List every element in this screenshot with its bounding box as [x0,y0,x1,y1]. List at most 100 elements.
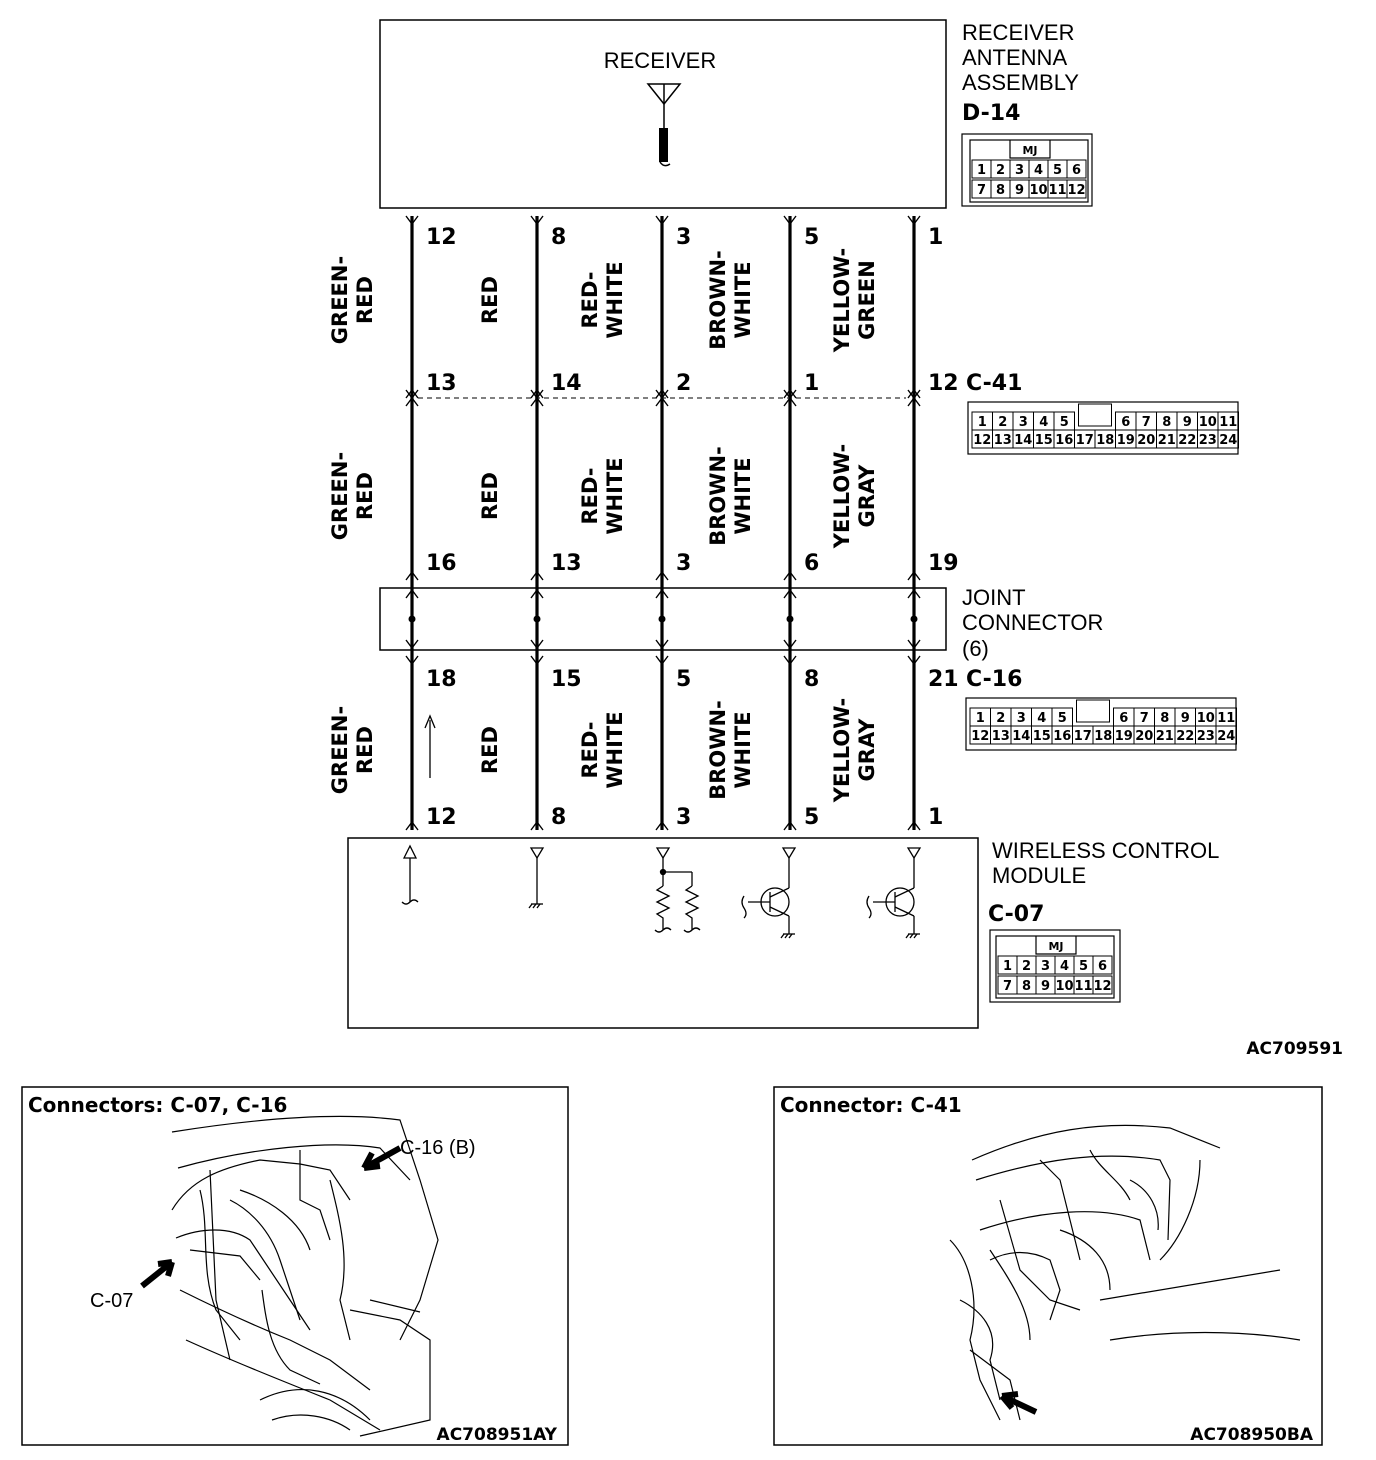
c16-pin-15: 15 [1033,729,1051,744]
connector-c41-id: C-41 [966,371,1022,396]
c16-pin-16: 16 [1053,729,1071,744]
wire-color-label: GRAY [855,464,879,528]
wire-color-label: GREEN- [328,452,352,540]
panel-right-code: AC708950BA [1190,1425,1314,1445]
c16-pin-2: 2 [996,711,1005,726]
c41-pin-1: 1 [978,415,987,430]
d14-pin-6: 6 [1072,163,1081,178]
receiver-label: RECEIVER [604,48,716,73]
module-label-line1: WIRELESS CONTROL [992,838,1219,863]
location-panel-left: Connectors: C-07, C-16 C-16 (B) C-07 AC7… [21,1086,569,1446]
wire-color-label: BROWN- [706,250,730,349]
c16-pin-19: 19 [1115,729,1133,744]
wire-5: 11219211YELLOW-GREENYELLOW-GRAYYELLOW-GR… [830,215,959,831]
c16-pin-8: 8 [1160,711,1169,726]
wire-color-label: WHITE [603,457,627,534]
joint-label-line3: (6) [962,636,989,661]
c16-pin-1: 1 [976,711,985,726]
pin-d14-8: 8 [551,225,566,250]
c16-pin-20: 20 [1135,729,1153,744]
c16-pin-13: 13 [992,729,1010,744]
joint-label-line1: JOINT [962,585,1026,610]
c16-pin-21: 21 [1156,729,1174,744]
c41-pin-19: 19 [1117,433,1135,448]
c41-pin-15: 15 [1035,433,1053,448]
d14-pin-11: 11 [1048,183,1066,198]
c41-pin-7: 7 [1142,415,1151,430]
c41-pin-5: 5 [1060,415,1069,430]
c41-pin-16: 16 [1055,433,1073,448]
c41-pin-22: 22 [1178,433,1196,448]
connector-c07-id: C-07 [988,902,1044,927]
c07-pin-7: 7 [1003,979,1012,994]
wire-color-label: RED- [578,721,602,778]
joint-connector-box [379,587,947,651]
c07-pin-12: 12 [1093,979,1111,994]
pin-c07-1: 1 [928,805,943,830]
figure-code: AC709591 [1246,1039,1343,1059]
pin-c16-21: 21 [928,667,959,692]
c07-pin-9: 9 [1041,979,1050,994]
wire-lines: 1213161812GREEN-REDGREEN-REDGREEN-RED814… [328,215,959,831]
c07-pin-10: 10 [1055,979,1073,994]
module-label-line2: MODULE [992,863,1086,888]
d14-pin-12: 12 [1067,183,1085,198]
pin-c41-3: 3 [676,551,691,576]
wire-color-label: RED [353,726,377,774]
c41-pin-4: 4 [1039,415,1048,430]
wire-color-label: BROWN- [706,446,730,545]
c16-pin-18: 18 [1094,729,1112,744]
c41-pin-6: 6 [1121,415,1130,430]
pin-c07-5: 5 [804,805,819,830]
c16-pin-9: 9 [1181,711,1190,726]
c16-pin-12: 12 [971,729,989,744]
wire-color-label: WHITE [603,261,627,338]
wire-color-label: RED [353,276,377,324]
arrow-c41-indicator [999,1391,1038,1415]
wire-color-label: RED [478,472,502,520]
wire-color-label: WHITE [731,711,755,788]
d14-pin-3: 3 [1015,163,1024,178]
pin-c41-14: 14 [551,371,582,396]
c16-pin-11: 11 [1217,711,1235,726]
c07-pin-5: 5 [1079,959,1088,974]
c07-pin-3: 3 [1041,959,1050,974]
connector-c07-tag: MJ [1048,940,1063,953]
c16-pin-6: 6 [1119,711,1128,726]
d14-pin-5: 5 [1053,163,1062,178]
current-direction-arrow [424,714,436,778]
wireless-control-module-box [347,837,979,1029]
pin-c41-1: 1 [804,371,819,396]
c41-pin-20: 20 [1137,433,1155,448]
module-internal-circuit [401,844,922,939]
c07-pin-11: 11 [1074,979,1092,994]
receiver-assembly-line2: ANTENNA [962,45,1067,70]
joint-label-line2: CONNECTOR [962,610,1103,635]
pin-c07-8: 8 [551,805,566,830]
pin-d14-12: 12 [426,225,457,250]
d14-pin-10: 10 [1029,183,1047,198]
arrow-c16-indicator [361,1145,402,1171]
c16-pin-5: 5 [1058,711,1067,726]
panel-right-title: Connector: C-41 [780,1093,962,1117]
pin-c16-18: 18 [426,667,457,692]
pin-c41-6: 6 [804,551,819,576]
wire-color-label: WHITE [603,711,627,788]
pin-d14-3: 3 [676,225,691,250]
panel-left-title: Connectors: C-07, C-16 [28,1093,287,1117]
c16-pin-22: 22 [1176,729,1194,744]
c41-pin-14: 14 [1014,433,1032,448]
wire-color-label: GREEN- [328,706,352,794]
wire-color-label: RED- [578,271,602,328]
receiver-box [379,19,947,209]
c16-pin-24: 24 [1217,729,1235,744]
c41-pin-2: 2 [998,415,1007,430]
c16-pin-23: 23 [1197,729,1215,744]
pin-c41-12: 12 [928,371,959,396]
